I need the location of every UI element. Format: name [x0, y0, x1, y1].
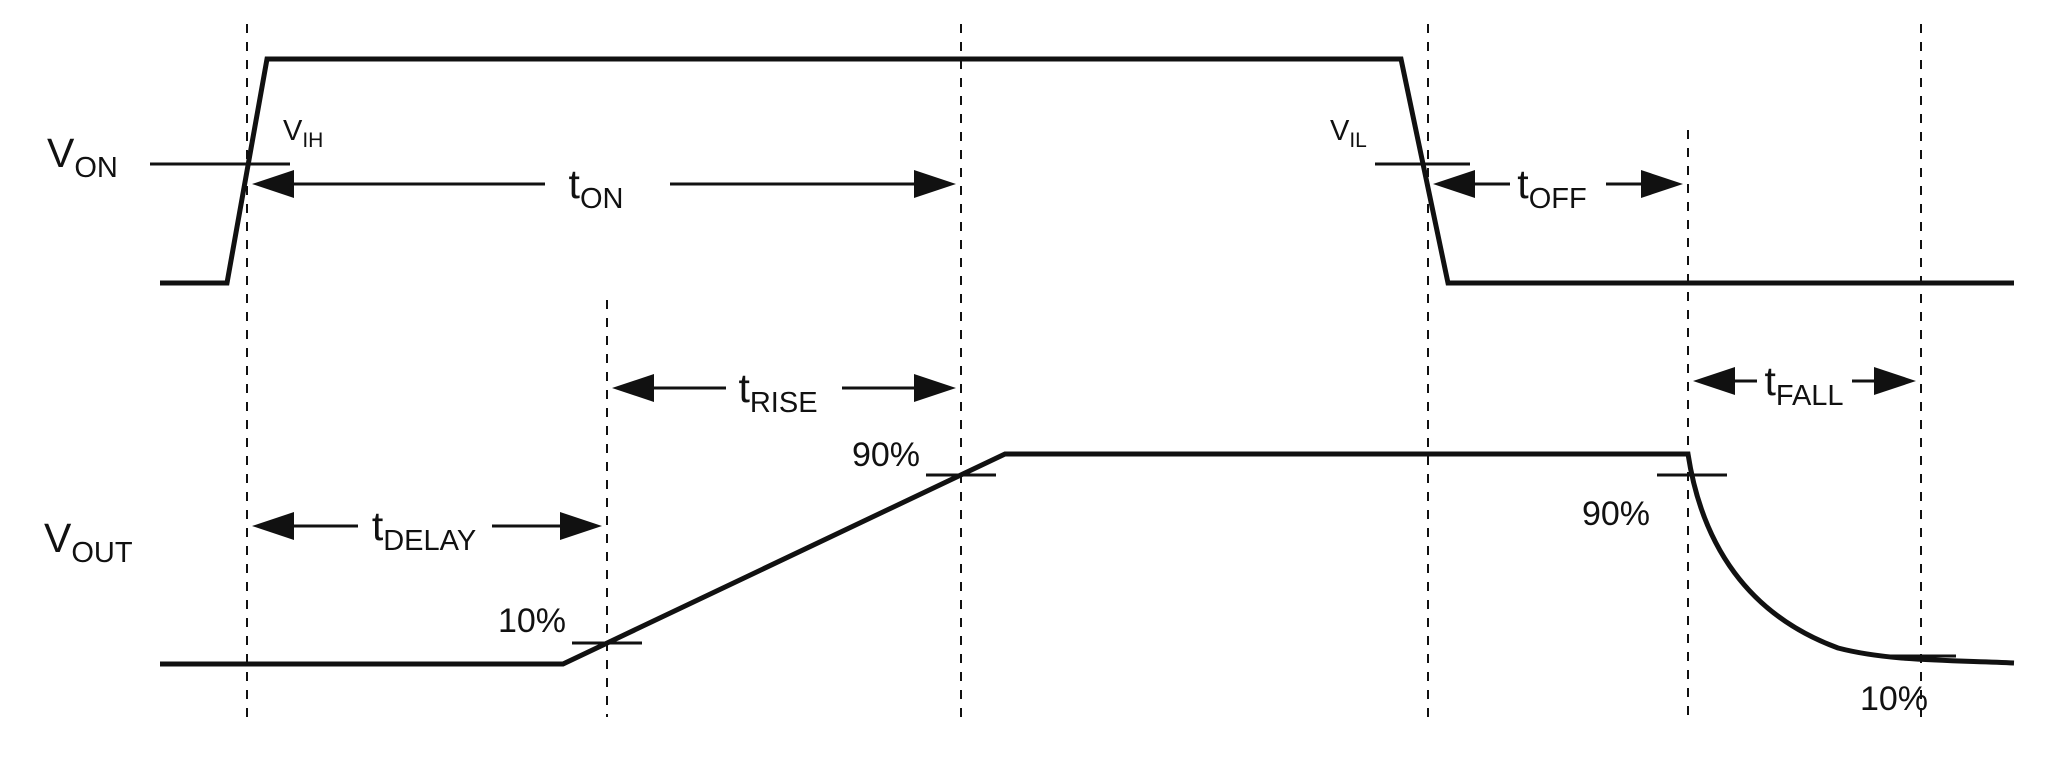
t-on-arrowhead-left — [252, 170, 294, 198]
threshold-ticks — [150, 162, 1956, 658]
t-on-arrowhead-right — [914, 170, 956, 198]
t-off-arrowhead-left — [1433, 170, 1475, 198]
von-waveform — [160, 56, 2014, 286]
t-rise-arrowhead-right — [914, 374, 956, 402]
rise-10pct-label: 10% — [498, 602, 566, 640]
vih-label: VIH — [283, 115, 323, 152]
t-fall-label: tFALL — [1764, 358, 1843, 412]
t-fall-arrowhead-right — [1874, 367, 1916, 395]
von-label: VON — [47, 130, 118, 184]
vil-label: VIL — [1330, 115, 1367, 152]
t-off-label: tOFF — [1517, 161, 1586, 215]
dashed-guides — [246, 24, 1922, 717]
rise-90pct-label: 90% — [852, 436, 920, 474]
fall-90pct-label: 90% — [1582, 495, 1650, 533]
t-rise-label: tRISE — [738, 365, 817, 419]
t-off-arrowhead-right — [1641, 170, 1683, 198]
vout-waveform — [160, 451, 2015, 667]
t-delay-arrowhead-right — [560, 512, 602, 540]
t-delay-label: tDELAY — [372, 503, 476, 557]
t-on-label: tON — [569, 161, 624, 215]
t-off-arrow: tOFF — [1433, 161, 1683, 215]
t-delay-arrowhead-left — [252, 512, 294, 540]
t-rise-arrowhead-left — [612, 374, 654, 402]
t-fall-arrowhead-left — [1693, 367, 1735, 395]
vout-label: VOUT — [44, 515, 133, 569]
t-fall-arrow: tFALL — [1693, 358, 1916, 412]
t-on-arrow: tON — [252, 161, 956, 215]
t-delay-arrow: tDELAY — [252, 503, 602, 557]
t-rise-arrow: tRISE — [612, 365, 956, 419]
fall-10pct-label: 10% — [1860, 680, 1928, 718]
